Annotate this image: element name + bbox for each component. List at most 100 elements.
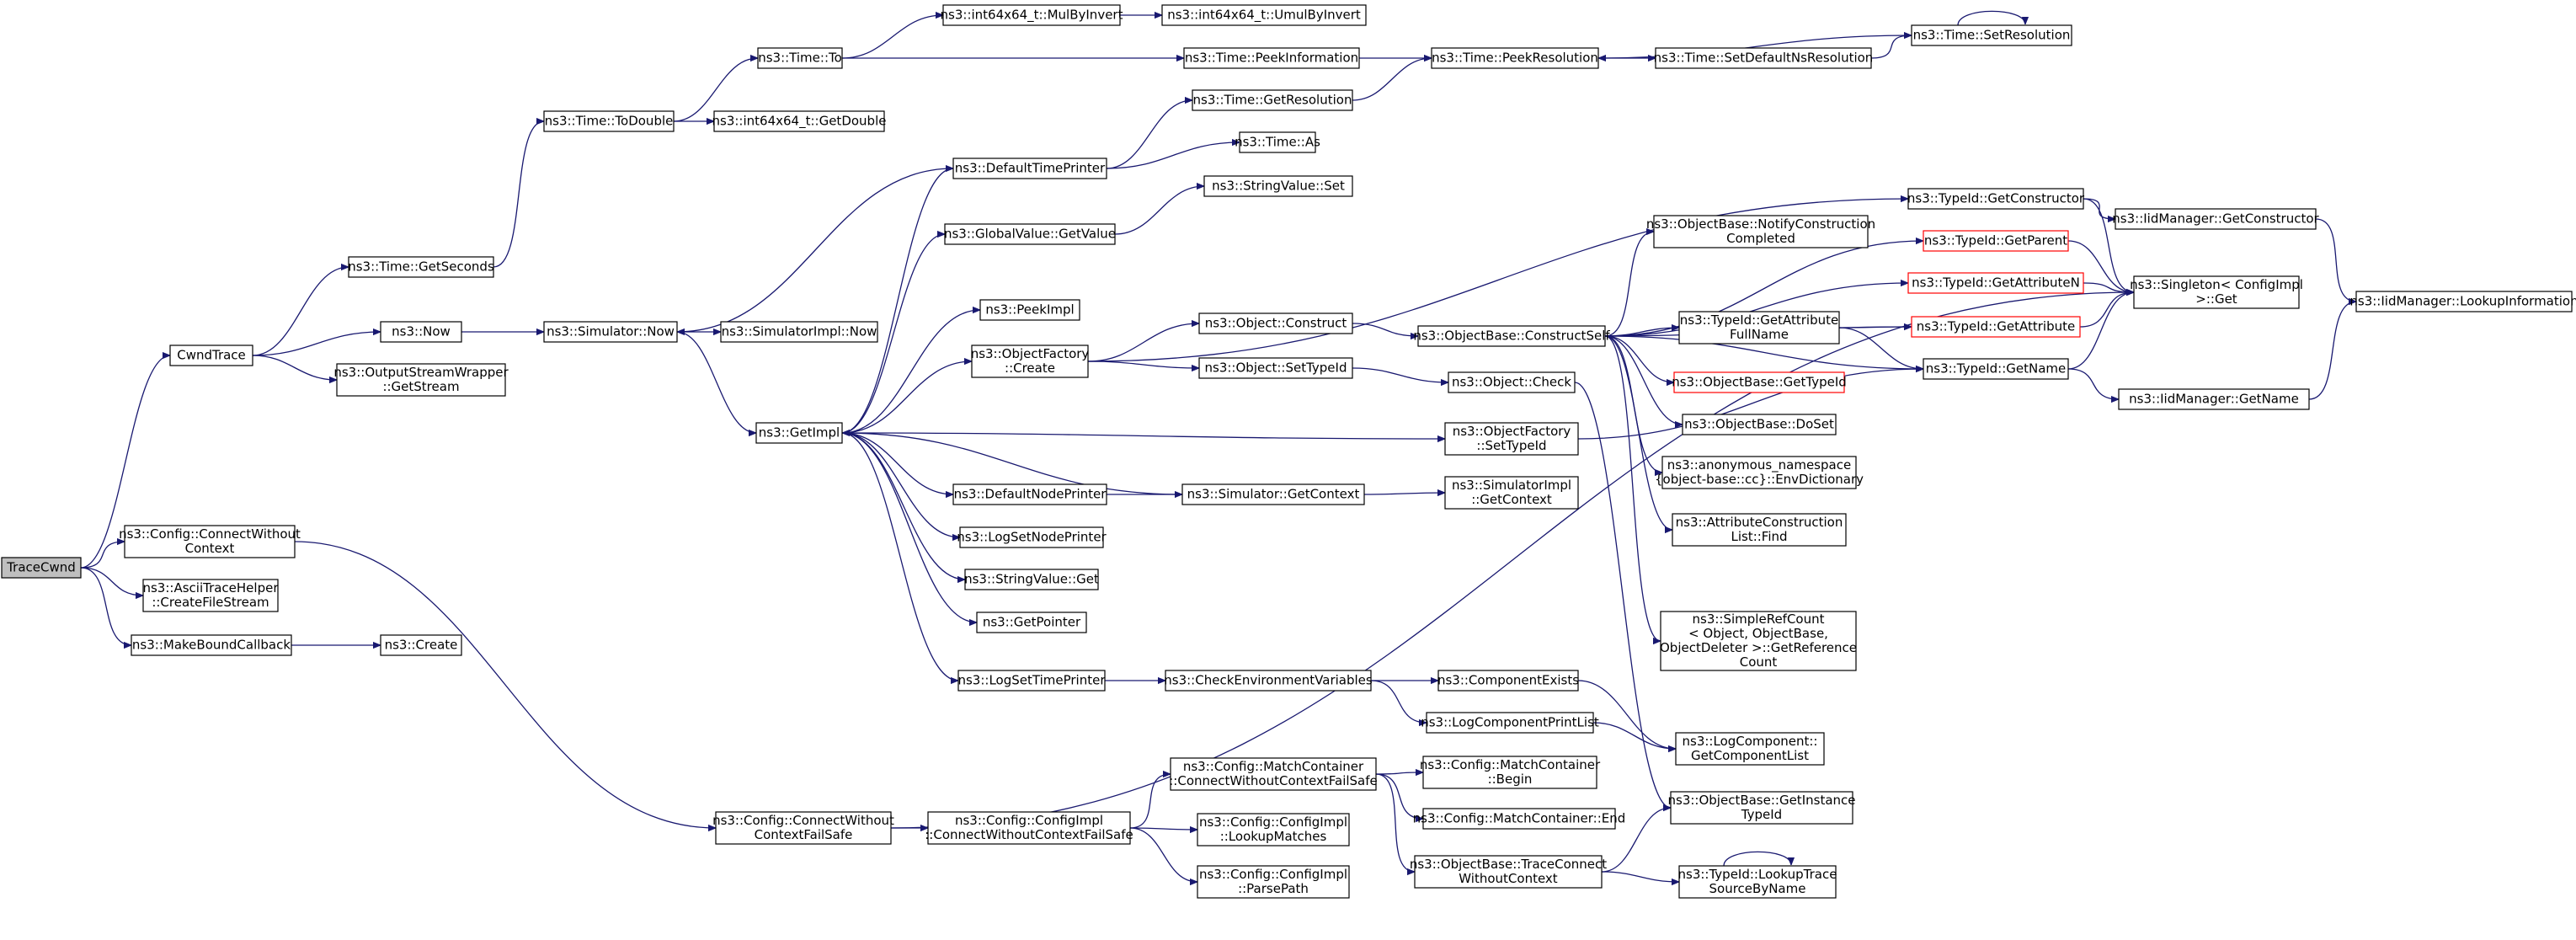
node-logsetnodeprinter[interactable]: ns3::LogSetNodePrinter <box>957 526 1107 548</box>
node-peekimpl[interactable]: ns3::PeekImpl <box>979 299 1080 321</box>
node-iidmanager-getconstructor[interactable]: ns3::IidManager::GetConstructor <box>2112 208 2320 230</box>
node-box <box>1682 414 1837 435</box>
node-getimpl[interactable]: ns3::GetImpl <box>755 422 843 444</box>
node-i64-mulbyinvert[interactable]: ns3::int64x64_t::MulByInvert <box>941 4 1123 26</box>
node-typeid-getattribute[interactable]: ns3::TypeId::GetAttribute <box>1911 316 2081 338</box>
node-object-settypeid[interactable]: ns3::Object::SetTypeId <box>1198 357 1353 379</box>
node-time-getresolution[interactable]: ns3::Time::GetResolution <box>1192 89 1353 111</box>
node-cfgimpl-lookupmatches[interactable]: ns3::Config::ConfigImpl::LookupMatches <box>1197 813 1350 847</box>
node-label: Completed <box>1726 231 1795 246</box>
node-defaulttimeprinter[interactable]: ns3::DefaultTimePrinter <box>952 158 1107 179</box>
node-objbase-traceconnect[interactable]: ns3::ObjectBase::TraceConnectWithoutCont… <box>1410 855 1607 889</box>
edge-time-to-to-i64-mulbyinvert <box>841 15 943 59</box>
node-cfg-cwcfs[interactable]: ns3::Config::ConnectWithoutContextFailSa… <box>712 811 894 845</box>
node-sim-now[interactable]: ns3::Simulator::Now <box>543 321 678 343</box>
node-box <box>1907 188 2084 210</box>
node-simplerefcount[interactable]: ns3::SimpleRefCount< Object, ObjectBase,… <box>1660 611 1857 671</box>
node-simimpl-now[interactable]: ns3::SimulatorImpl::Now <box>720 321 878 343</box>
node-componentexists[interactable]: ns3::ComponentExists <box>1437 670 1579 692</box>
node-objfactory-settypeid[interactable]: ns3::ObjectFactory::SetTypeId <box>1444 422 1579 456</box>
node-makeboundcb[interactable]: ns3::MakeBoundCallback <box>131 634 292 656</box>
node-cwndtrace[interactable]: CwndTrace <box>169 344 253 366</box>
node-objbase-doset[interactable]: ns3::ObjectBase::DoSet <box>1682 414 1837 435</box>
node-checkenvvars[interactable]: ns3::CheckEnvironmentVariables <box>1164 670 1373 692</box>
node-now[interactable]: ns3::Now <box>380 321 462 343</box>
node-box <box>1161 4 1367 26</box>
node-create[interactable]: ns3::Create <box>380 634 462 656</box>
node-label: ns3::Time::SetResolution <box>1913 28 2071 43</box>
node-i64-getdouble[interactable]: ns3::int64x64_t::GetDouble <box>712 110 887 132</box>
node-stringvalue-set[interactable]: ns3::StringValue::Set <box>1203 175 1353 197</box>
node-singleton-get[interactable]: ns3::Singleton< ConfigImpl >::Get <box>2130 275 2303 309</box>
node-label: ns3::Singleton< ConfigImpl <box>2130 277 2303 292</box>
node-typeid-getparent[interactable]: ns3::TypeId::GetParent <box>1923 230 2069 252</box>
node-matchcontainer-begin[interactable]: ns3::Config::MatchContainer::Begin <box>1420 756 1601 789</box>
node-time-to[interactable]: ns3::Time::To <box>757 47 843 69</box>
node-time-as[interactable]: ns3::Time::As <box>1235 131 1320 153</box>
node-sim-getcontext[interactable]: ns3::Simulator::GetContext <box>1181 483 1365 505</box>
node-anon-envdictionary[interactable]: ns3::anonymous_namespace{object-base::cc… <box>1655 456 1864 489</box>
node-objbase-constructself[interactable]: ns3::ObjectBase::ConstructSelf <box>1413 325 1610 347</box>
node-time-peekinformation[interactable]: ns3::Time::PeekInformation <box>1183 47 1360 69</box>
edge-cfg-cwc-to-cfg-cwcfs <box>294 541 716 828</box>
node-time-getseconds[interactable]: ns3::Time::GetSeconds <box>348 256 494 278</box>
edge-cfg-cwcfs-to-singleton-get <box>890 292 2134 829</box>
node-objfactory-create[interactable]: ns3::ObjectFactory::Create <box>971 344 1090 378</box>
node-objbase-gettypeid[interactable]: ns3::ObjectBase::GetTypeId <box>1672 371 1847 393</box>
node-box <box>715 811 892 845</box>
node-typeid-getname[interactable]: ns3::TypeId::GetName <box>1923 358 2069 380</box>
node-logcomponentprintlist[interactable]: ns3::LogComponentPrintList <box>1421 712 1599 734</box>
node-time-peekresolution[interactable]: ns3::Time::PeekResolution <box>1431 47 1599 69</box>
node-label: ns3::StringValue::Get <box>964 572 1099 587</box>
node-tracecwnd[interactable]: TraceCwnd <box>1 557 82 579</box>
node-time-setdefaultns[interactable]: ns3::Time::SetDefaultNsResolution <box>1654 47 1874 69</box>
node-simimpl-getcontext[interactable]: ns3::SimulatorImpl::GetContext <box>1444 476 1579 510</box>
node-stringvalue-get[interactable]: ns3::StringValue::Get <box>964 569 1099 590</box>
node-label: ::ConnectWithoutContextFailSafe <box>1169 773 1378 788</box>
node-iidmanager-lookupinformation[interactable]: ns3::IidManager::LookupInformation <box>2349 291 2576 312</box>
node-cfgimpl-cwcfs[interactable]: ns3::Config::ConfigImpl::ConnectWithoutC… <box>925 811 1133 845</box>
edge-getimpl-to-getpointer <box>841 432 977 622</box>
node-objbase-notifyconstruction[interactable]: ns3::ObjectBase::NotifyConstructionCompl… <box>1646 215 1875 248</box>
node-time-todouble[interactable]: ns3::Time::ToDouble <box>543 110 675 132</box>
node-matchcontainer-end[interactable]: ns3::Config::MatchContainer::End <box>1413 808 1626 830</box>
node-logsettimeprinter[interactable]: ns3::LogSetTimePrinter <box>957 670 1106 692</box>
node-box <box>1203 175 1353 197</box>
node-osw-getstream[interactable]: ns3::OutputStreamWrapper::GetStream <box>333 363 509 397</box>
node-iidmanager-getname[interactable]: ns3::IidManager::GetName <box>2118 388 2310 410</box>
node-logcomp-getcomponentlist[interactable]: ns3::LogComponent::GetComponentList <box>1675 732 1825 766</box>
node-cfg-cwc[interactable]: ns3::Config::ConnectWithoutContext <box>119 525 301 558</box>
node-label: ::ParsePath <box>1238 881 1309 896</box>
node-object-construct[interactable]: ns3::Object::Construct <box>1198 312 1353 334</box>
node-label: ns3::Object::Check <box>1452 375 1571 390</box>
node-label: ns3::Config::ConnectWithout <box>712 813 894 828</box>
node-label: ns3::Time::As <box>1235 135 1320 150</box>
node-label: ns3::ObjectBase::TraceConnect <box>1410 857 1607 872</box>
node-label: ns3::Simulator::GetContext <box>1187 487 1360 502</box>
node-ascii-cfs[interactable]: ns3::AsciiTraceHelper::CreateFileStream <box>142 579 279 612</box>
node-object-check[interactable]: ns3::Object::Check <box>1448 371 1576 393</box>
node-typeid-getattributen[interactable]: ns3::TypeId::GetAttributeN <box>1907 272 2084 294</box>
node-cfgimpl-parsepath[interactable]: ns3::Config::ConfigImpl::ParsePath <box>1197 865 1350 899</box>
edge-typeid-getparent-to-singleton-get <box>2067 240 2134 292</box>
edge-getimpl-to-stringvalue-get <box>841 432 965 579</box>
node-defaultnodeprinter[interactable]: ns3::DefaultNodePrinter <box>952 483 1107 505</box>
edge-objbase-constructself-to-objbase-doset <box>1604 335 1683 425</box>
node-box <box>380 321 462 343</box>
node-label: ns3::Time::GetSeconds <box>348 259 494 275</box>
node-globalvalue-getvalue[interactable]: ns3::GlobalValue::GetValue <box>944 223 1116 245</box>
node-box <box>1426 712 1594 734</box>
node-i64-umulbyinvert[interactable]: ns3::int64x64_t::UmulByInvert <box>1161 4 1367 26</box>
edge-defaulttimeprinter-to-sim-now <box>677 168 954 332</box>
node-label: ns3::Config::MatchContainer <box>1183 759 1364 774</box>
node-matchcontainer-cwcfs[interactable]: ns3::Config::MatchContainer::ConnectWith… <box>1169 757 1378 791</box>
node-getpointer[interactable]: ns3::GetPointer <box>976 612 1087 633</box>
node-label: TypeId <box>1741 807 1782 822</box>
node-label: List::Find <box>1731 529 1787 544</box>
node-time-setresolution[interactable]: ns3::Time::SetResolution <box>1911 24 2072 46</box>
node-typeid-getconstructor[interactable]: ns3::TypeId::GetConstructor <box>1907 188 2085 210</box>
